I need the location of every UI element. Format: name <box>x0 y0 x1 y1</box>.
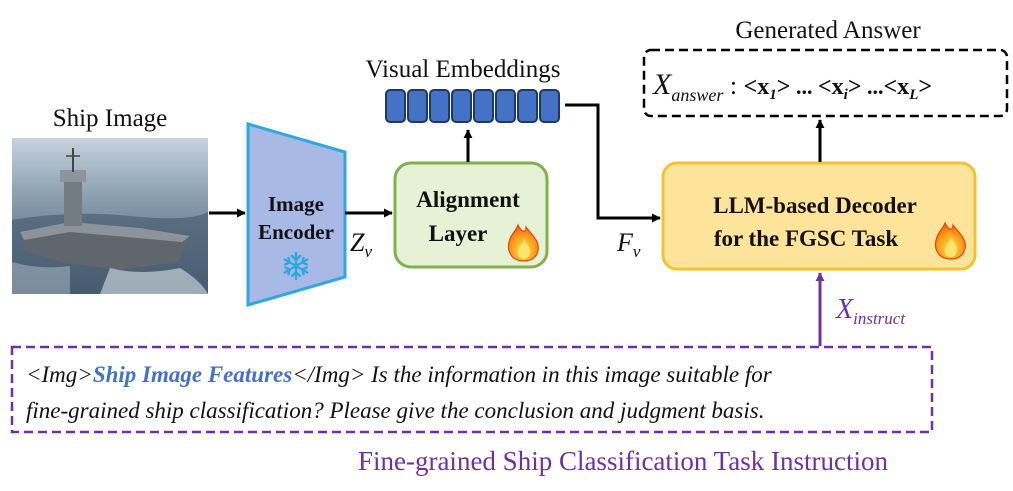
instruction-box <box>10 345 934 434</box>
visual-embeddings-label: Visual Embeddings <box>365 56 560 83</box>
embedding-token <box>451 89 472 123</box>
image-encoder-block: Image Encoder <box>246 122 347 307</box>
embedding-token <box>539 89 560 123</box>
instruction-caption: Fine-grained Ship Classification Task In… <box>358 446 889 476</box>
generated-answer-expression: Xanswer : <x1> ... <xi> ...<xL> <box>652 68 932 105</box>
instruction-line-1: <Img>Ship Image Features</Img> Is the in… <box>26 362 773 387</box>
embedding-token <box>407 89 428 123</box>
llm-decoder-label-line2: for the FGSC Task <box>714 226 898 251</box>
llm-decoder-block: LLM-based Decoder for the FGSC Task <box>661 161 977 271</box>
z-v-label: Zv <box>350 228 372 261</box>
embedding-token <box>517 89 538 123</box>
embedding-token <box>385 89 406 123</box>
embedding-token <box>429 89 450 123</box>
alignment-layer-label-line1: Alignment <box>416 187 520 212</box>
llm-decoder-label-line1: LLM-based Decoder <box>713 193 917 218</box>
embedding-token <box>473 89 494 123</box>
alignment-layer-block: Alignment Layer <box>393 161 549 269</box>
instruction-line-2: fine-grained ship classification? Please… <box>26 398 764 423</box>
embedding-token <box>495 89 516 123</box>
visual-embeddings-tokens <box>385 89 560 123</box>
flame-icon <box>507 223 539 262</box>
generated-answer-box <box>642 48 1009 118</box>
flame-icon <box>934 221 966 260</box>
image-encoder-label-line2: Encoder <box>258 220 334 244</box>
f-v-label: Fv <box>616 228 641 261</box>
ship-photo <box>12 138 208 294</box>
alignment-layer-label-line2: Layer <box>429 221 488 246</box>
x-instruct-label: Xinstruct <box>835 294 906 328</box>
snowflake-icon <box>283 251 309 281</box>
image-encoder-label-line1: Image <box>268 192 324 216</box>
ship-image-label: Ship Image <box>53 105 168 132</box>
generated-answer-label: Generated Answer <box>735 17 921 44</box>
arrow-embeddings-to-decoder <box>565 103 661 223</box>
